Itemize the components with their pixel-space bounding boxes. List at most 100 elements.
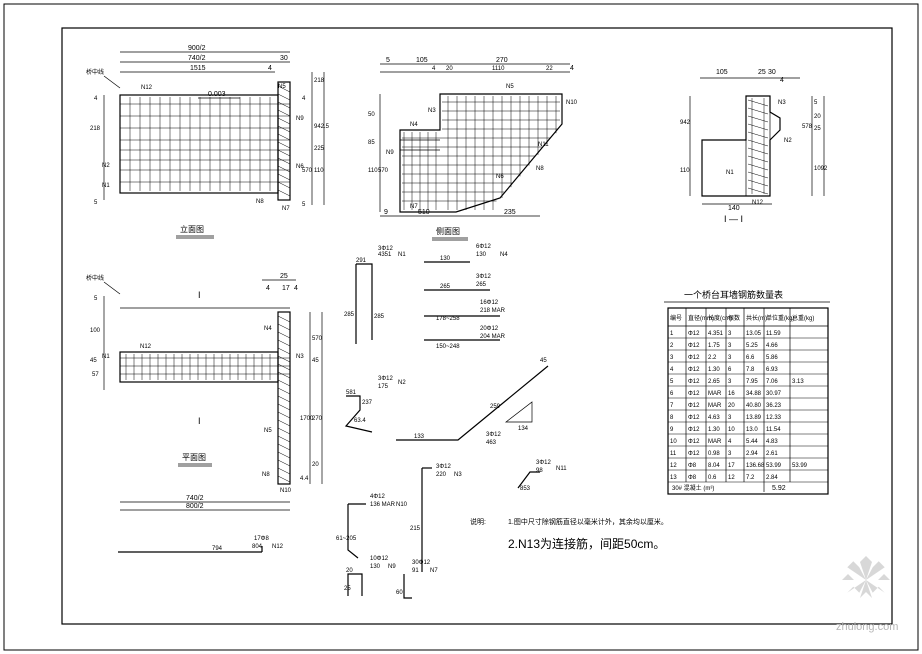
- n2-dim-2: 63.4: [354, 418, 366, 424]
- table-cell: 5.44: [746, 439, 758, 445]
- table-cell: 3: [728, 451, 732, 457]
- n3-name: N3: [454, 472, 462, 478]
- front-view-title: 立面图: [180, 224, 204, 234]
- side-label-n9: N9: [386, 150, 394, 156]
- table-header-cell: 单位重(kg): [766, 314, 794, 322]
- watermark-petal: [847, 561, 866, 580]
- plan-dim-l-0: 5: [94, 296, 98, 302]
- plan-dim-r-5: 20: [312, 462, 319, 468]
- sec-dim-r-2: 20: [814, 114, 821, 120]
- front-wall-hatch: [277, 133, 291, 141]
- plan-dim-r-0: 570: [312, 336, 323, 342]
- table-cell: 3: [728, 355, 732, 361]
- sec-label-n12: N12: [752, 200, 764, 206]
- plan-wall-hatch: [277, 395, 291, 403]
- plan-view-title: 平面图: [182, 453, 206, 462]
- notes-title: 说明:: [470, 517, 486, 526]
- front-dim-top1: 900/2: [188, 45, 206, 52]
- table-title: 一个桥台耳墙钢筋数量表: [684, 289, 783, 300]
- table-cell: 2.2: [708, 355, 717, 361]
- table-header-cell: 直径(mm): [688, 314, 714, 322]
- table-cell: Φ8: [688, 463, 697, 469]
- plan-wall-hatch: [277, 403, 291, 411]
- sec-label-n3: N3: [778, 100, 786, 106]
- table-cell: Φ12: [688, 343, 700, 349]
- watermark-petal: [866, 561, 885, 580]
- table-cell: 6.93: [766, 367, 778, 373]
- plan-dim-t-0: 25: [280, 273, 288, 280]
- table-cell: 4.351: [708, 331, 724, 337]
- watermark-petal: [847, 580, 866, 593]
- plan-label-n3: N3: [296, 354, 304, 360]
- sec-dim-bottom: 140: [728, 205, 740, 212]
- side-dim-l-1: 85: [368, 140, 375, 146]
- plan-dim-l-2: 45: [90, 358, 97, 364]
- sec-dim-l-0: 942: [680, 120, 691, 126]
- sec-dim-t-1: 25: [758, 69, 766, 76]
- plan-dim-t-2: 17: [282, 285, 290, 292]
- table-cell: 1.30: [708, 367, 720, 373]
- n2-label: 3Φ12: [378, 376, 393, 382]
- n6-label: 3Φ12: [486, 432, 501, 438]
- side-dim-t2-0: 4: [432, 66, 436, 72]
- section-hatch: [747, 187, 769, 195]
- table-cell: 7.95: [746, 379, 758, 385]
- n9-name: N9: [388, 564, 396, 570]
- table-cell: 40.80: [746, 403, 762, 409]
- n9-length: 130: [370, 564, 381, 570]
- n10-length: 136 MAR: [370, 502, 396, 508]
- side-dim-b-0: 9: [384, 209, 388, 216]
- label-n9: N9: [296, 116, 304, 122]
- sec-dim-r-3: 25: [814, 126, 821, 132]
- n9-dim-1: 25: [344, 586, 351, 592]
- front-dim-right-5: 570: [302, 168, 313, 174]
- table-cell: 3.13: [792, 379, 804, 385]
- n7-length: 91: [412, 568, 419, 574]
- sec-label-n2: N2: [784, 138, 792, 144]
- table-header-cell: 总重(kg): [792, 314, 814, 322]
- table-cell: 1: [670, 331, 674, 337]
- label-n12: N12: [141, 85, 153, 91]
- table-cell: 2.61: [766, 451, 778, 457]
- watermark-petal: [860, 556, 872, 580]
- plan-wall-hatch: [277, 435, 291, 443]
- side-label-n8: N8: [536, 166, 544, 172]
- watermark: zhulong.com: [836, 556, 898, 633]
- plan-dim-r-1: 45: [312, 358, 319, 364]
- table-header-cell: 共长(m): [746, 314, 767, 322]
- table-cell: Φ12: [688, 379, 700, 385]
- plan-dim-r-2: 1700: [300, 416, 314, 422]
- inner-frame: [61, 27, 893, 625]
- n1-dim-0: 291: [356, 258, 367, 264]
- sec-dim-t-3: 4: [780, 77, 784, 84]
- side-dim-t2-2: 1110: [492, 66, 505, 72]
- front-dim-30: 30: [280, 55, 288, 62]
- n2-length: 175: [378, 384, 389, 390]
- n6-length: 463: [486, 440, 497, 446]
- side-outline: [399, 93, 563, 213]
- front-wall-hatch: [277, 93, 291, 101]
- side-label-n6: N6: [496, 174, 504, 180]
- rebar-details: 3Φ12 4351 N1 291 285 285 6Φ12 130 130 3Φ…: [118, 244, 567, 599]
- n4a-label: 6Φ12: [476, 244, 491, 250]
- front-left-tag: 桥中线: [86, 68, 104, 76]
- side-dim-b-2: 235: [504, 209, 516, 216]
- n4d-label: 20Φ12: [480, 326, 499, 332]
- table-cell: 2: [670, 343, 674, 349]
- plan-wall-hatch: [277, 379, 291, 387]
- n1-label: 3Φ12: [378, 246, 393, 252]
- table-cell: 3: [728, 415, 732, 421]
- rebar-table: 一个桥台耳墙钢筋数量表 编号直径(mm)长度(cm)根数共长(m)单位重(kg)…: [664, 289, 830, 495]
- side-dim-t2-3: 22: [546, 66, 553, 72]
- n11-length: 98: [536, 468, 543, 474]
- plan-wall-hatch: [277, 467, 291, 475]
- label-n6: N6: [296, 164, 304, 170]
- plan-left-tag: 桥中线: [86, 274, 104, 282]
- table-cell: 11.54: [766, 427, 781, 433]
- side-label-n10: N10: [566, 100, 578, 106]
- section-hatch: [747, 163, 769, 171]
- table-cell: 3: [670, 355, 674, 361]
- table-cell: 3: [728, 331, 732, 337]
- front-dim-top2: 740/2: [188, 55, 206, 62]
- n4a-dim: 130: [440, 256, 451, 262]
